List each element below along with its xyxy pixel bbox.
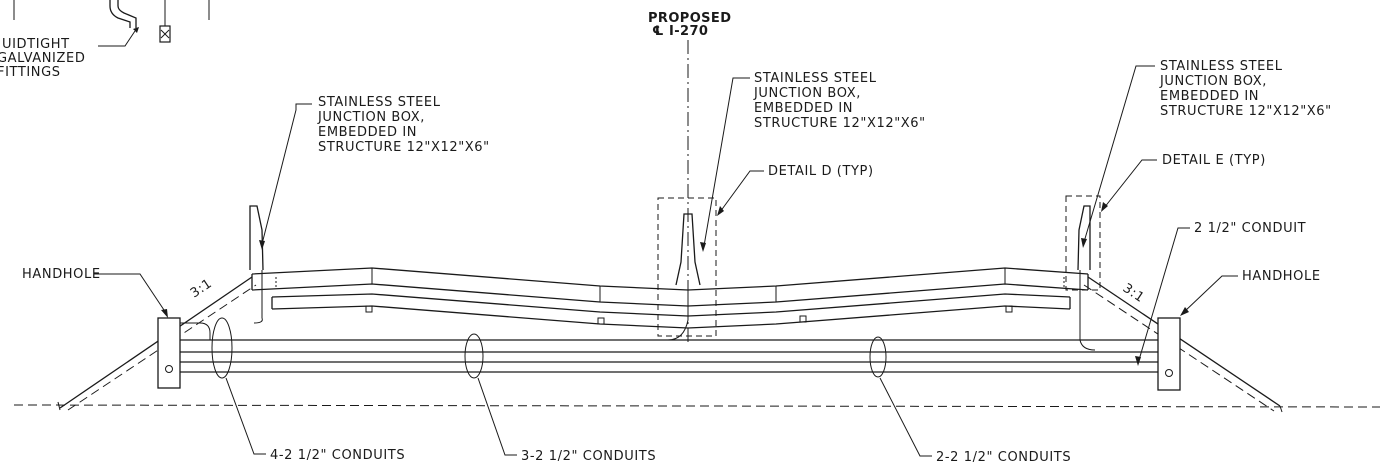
left-handhole: [157, 317, 181, 389]
bridge-girders: [271, 293, 1071, 329]
fittings-note-line-2: GALVANIZED: [0, 51, 85, 66]
slope-right-label: 3:1: [1120, 281, 1147, 306]
detail-e-box-right: [1065, 195, 1101, 291]
centerline-label: ℄ I-270: [652, 24, 708, 39]
conduit-runs: [180, 270, 1158, 373]
conduits-2-label: 2-2 1/2" CONDUITS: [936, 450, 1071, 465]
handhole-right-label: HANDHOLE: [1242, 269, 1321, 284]
conduits-3-label: 3-2 1/2" CONDUITS: [521, 449, 656, 464]
right-embankment: [1083, 276, 1283, 413]
detail-e-label: DETAIL E (TYP): [1162, 153, 1266, 168]
jbox-center-line-1: STAINLESS STEEL: [754, 71, 877, 86]
jbox-left-line-1: STAINLESS STEEL: [318, 95, 441, 110]
jbox-left-line-2: JUNCTION BOX,: [317, 110, 425, 125]
conduit-label: 2 1/2" CONDUIT: [1194, 221, 1306, 236]
conduit-bundle-4: [211, 317, 233, 379]
jbox-left-line-4: STRUCTURE 12"X12"X6": [318, 140, 490, 155]
conduits-4-label: 4-2 1/2" CONDUITS: [270, 448, 405, 463]
conduit-bundle-2: [869, 336, 887, 378]
jbox-center-line-3: EMBEDDED IN: [754, 101, 853, 116]
jbox-right-line-1: STAINLESS STEEL: [1160, 59, 1283, 74]
leader-lines: [94, 65, 1238, 457]
conduit-bundle-3: [464, 333, 484, 379]
jbox-center-line-2: JUNCTION BOX,: [753, 86, 861, 101]
jbox-right-line-4: STRUCTURE 12"X12"X6": [1160, 104, 1332, 119]
jbox-left-line-3: EMBEDDED IN: [318, 125, 417, 140]
fittings-note-line-1: UIDTIGHT: [2, 37, 70, 52]
jbox-center-line-4: STRUCTURE 12"X12"X6": [754, 116, 926, 131]
median-barrier: [675, 213, 701, 286]
bridge-deck: [251, 267, 1089, 307]
fittings-detail: [13, 0, 210, 47]
slope-left-label: 3:1: [188, 276, 215, 301]
right-handhole: [1157, 317, 1181, 391]
existing-ground-line: [13, 404, 1381, 408]
handhole-left-label: HANDHOLE: [22, 267, 101, 282]
right-barrier: [1077, 205, 1091, 271]
jbox-right-line-2: JUNCTION BOX,: [1159, 74, 1267, 89]
fittings-note-line-3: FITTINGS: [0, 65, 61, 80]
left-embankment: [57, 276, 257, 411]
left-barrier: [249, 205, 264, 271]
detail-d-label: DETAIL D (TYP): [768, 164, 874, 179]
jbox-right-line-3: EMBEDDED IN: [1160, 89, 1259, 104]
detail-d-box: [657, 197, 717, 337]
proposed-label: PROPOSED: [648, 11, 731, 26]
